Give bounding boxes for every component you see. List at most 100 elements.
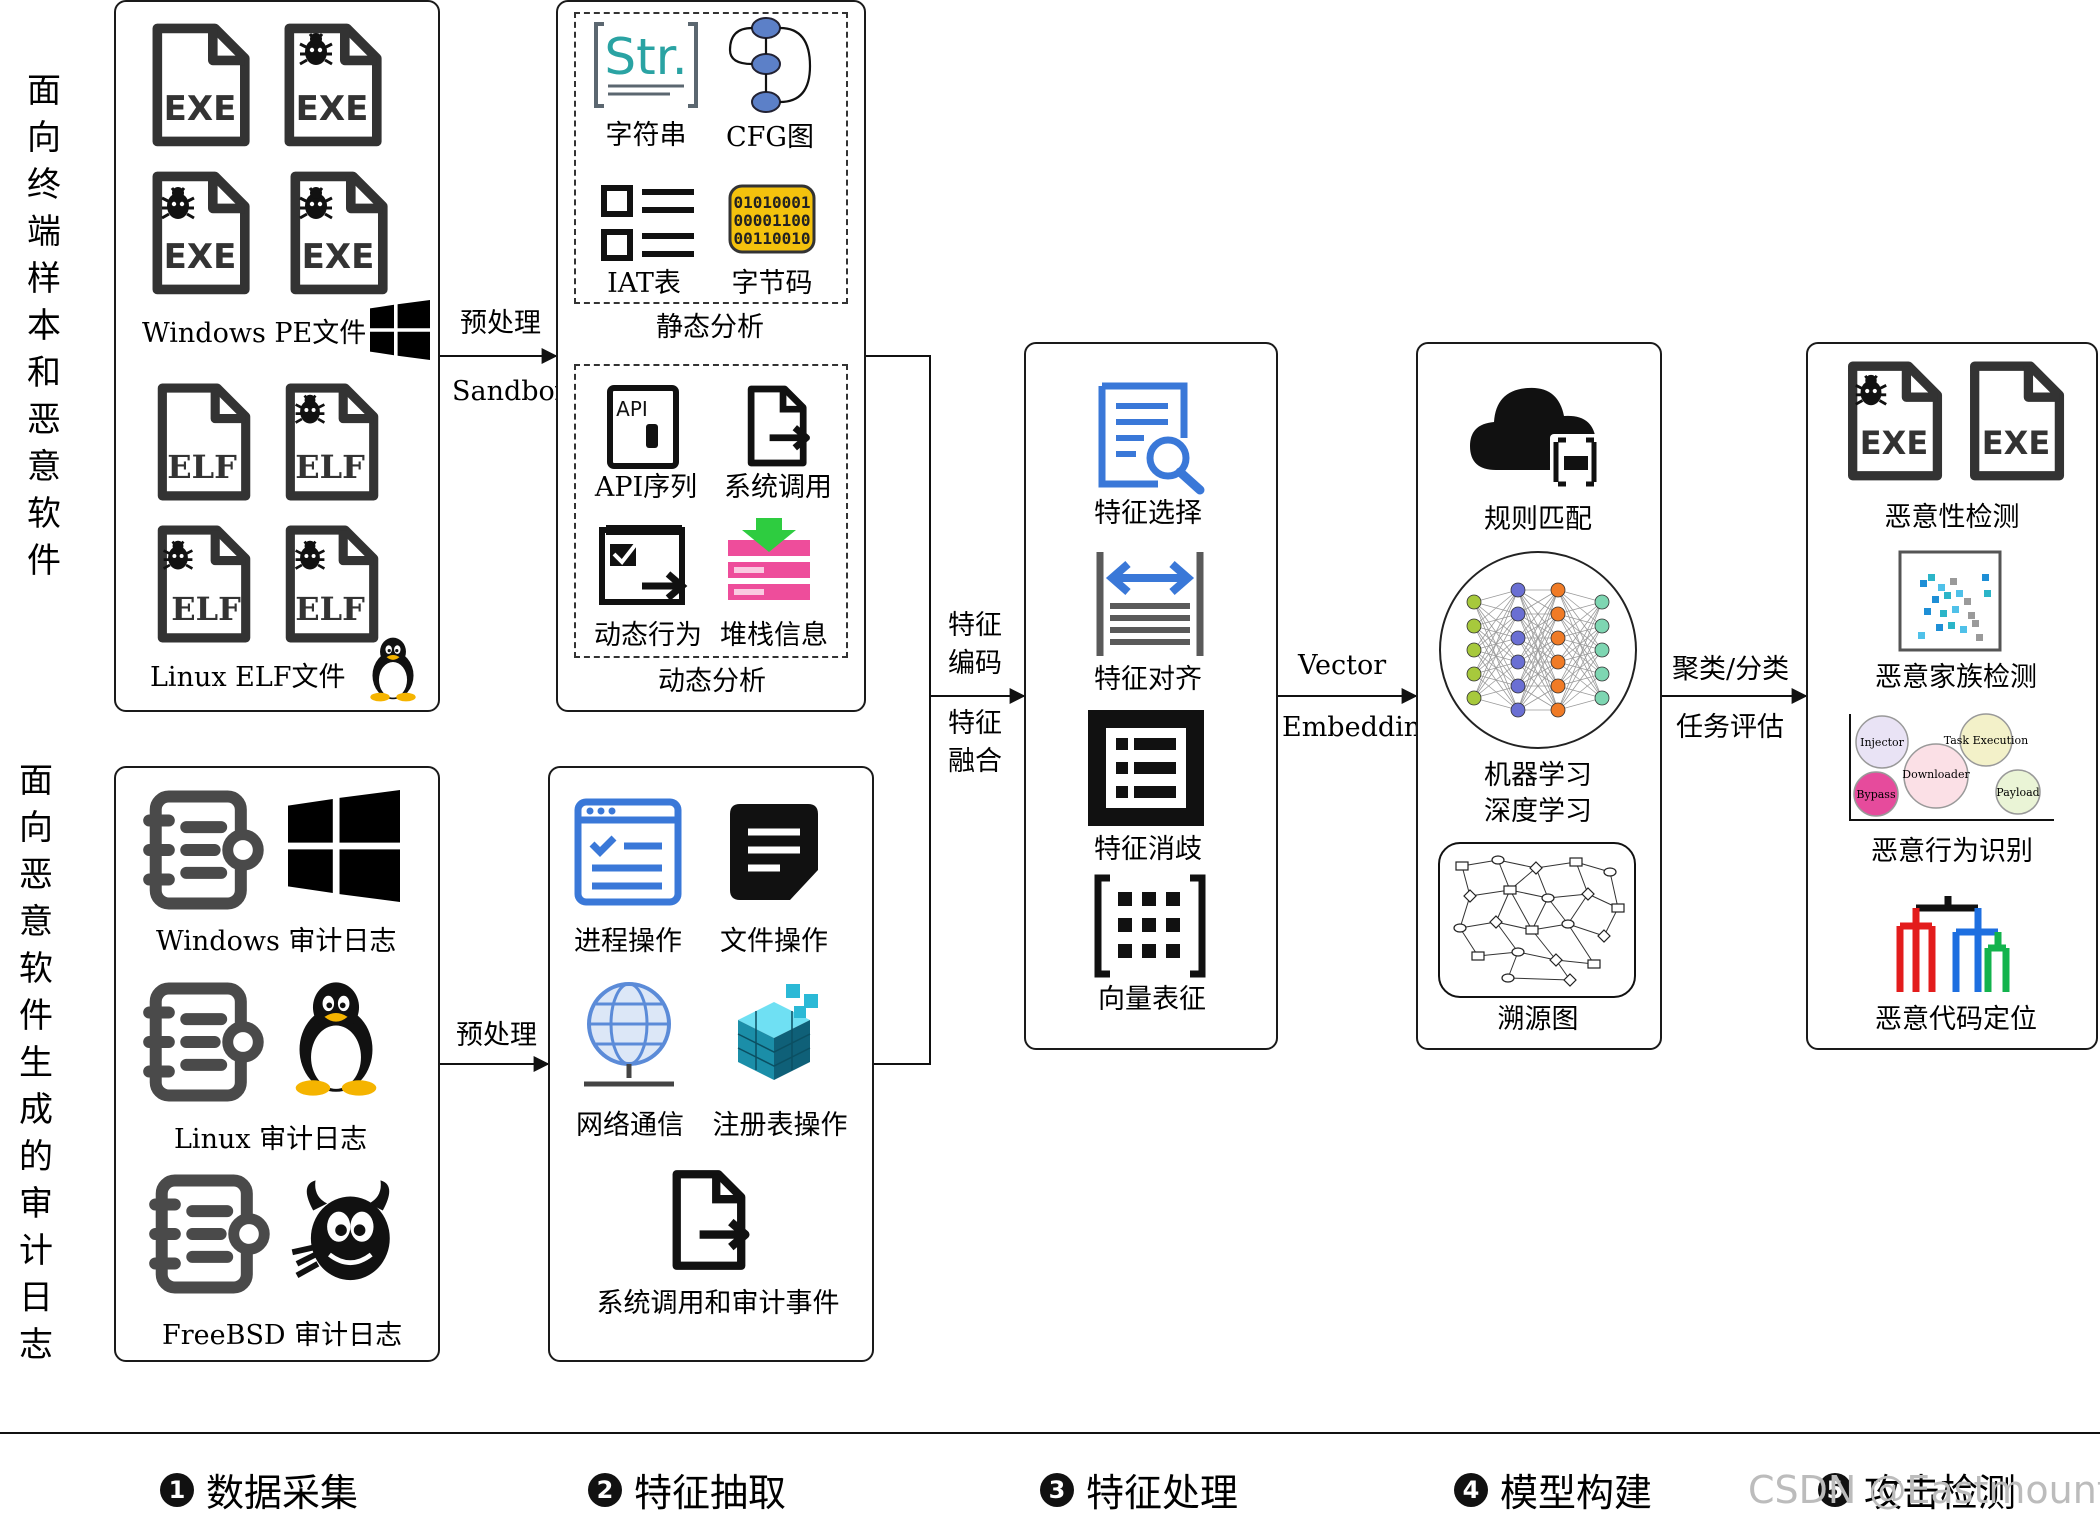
svg-text:Str.: Str. [604,28,687,86]
vertical-title-char: 和 [27,353,61,393]
vertical-title-char: 计 [19,1231,53,1271]
svg-text:API: API [616,397,648,421]
svg-text:EXE: EXE [1982,424,2050,462]
cfg-graph-icon [728,17,812,113]
vertical-title-char: 件 [19,996,53,1036]
svg-text:00110010: 00110010 [733,229,810,248]
svg-text:Payload: Payload [1996,786,2039,799]
svg-text:Bypass: Bypass [1856,788,1896,801]
cluster-classify-label: 聚类/分类 [1672,654,1790,685]
feature-align-label: 特征对齐 [1094,664,1202,695]
feature-fusion-label: 融合 [948,746,1002,777]
behavior-recog-label: 恶意行为识别 [1871,836,2033,867]
svg-text:EXE: EXE [302,237,375,277]
feature-select-label: 特征选择 [1094,498,1202,529]
vertical-title-char: 软 [19,949,53,989]
ml-label: 机器学习 [1484,760,1592,791]
stage-title: 数据采集 [206,1471,359,1515]
vertical-title-char: 端 [27,212,61,252]
vertical-title-char: 本 [27,306,61,346]
exe-file-icon: EXE [144,22,256,150]
svg-text:EXE: EXE [296,89,369,129]
malicious-elf-file-icon: ELF [150,524,256,646]
vertical-title-char: 向 [27,118,61,158]
svg-text:ELF: ELF [295,590,365,628]
embedding-arrow-label: Embedding [1282,712,1439,743]
freebsd-daemon-icon [291,1180,390,1281]
preprocess-arrow-label: 预处理 [460,308,541,339]
terminal-samples-title: 面向终端样本和恶意软件 [24,68,64,585]
rule-match-cloud-icon [1470,387,1600,488]
preprocess-arrow-label: 预处理 [456,1020,537,1051]
vertical-title-char: 面 [19,761,53,801]
dynamic-behavior-label: 动态行为 [594,620,702,651]
neural-network-icon [1439,551,1637,749]
vector-arrow-label: Vector [1298,650,1387,681]
bytecode-chip-icon: 01010001 00001100 00110010 [728,184,816,254]
stage-number-badge: 1 [160,1472,194,1507]
bytecode-label: 字节码 [731,268,813,299]
static-analysis-title: 静态分析 [656,312,764,343]
string-icon: Str. [594,22,698,108]
feature-disambig-label: 特征消歧 [1094,834,1202,865]
svg-text:Injector: Injector [1860,736,1905,749]
vertical-title-char: 软 [27,494,61,534]
vertical-title-char: 成 [19,1090,53,1130]
stage-number-badge: 4 [1454,1472,1488,1507]
malicious-detect-label: 恶意性检测 [1884,502,2020,533]
syscall-audit-label: 系统调用和审计事件 [596,1288,840,1319]
syscall-audit-icon [668,1168,752,1272]
svg-text:ELF: ELF [167,448,237,486]
vertical-title-char: 意 [27,447,61,487]
malicious-exe-file-icon: EXE [1840,360,1948,484]
network-globe-icon [584,982,674,1087]
provenance-label: 溯源图 [1497,1004,1579,1035]
file-operation-label: 文件操作 [720,926,828,957]
vertical-title-char: 向 [19,808,53,848]
stage-title: 模型构建 [1500,1471,1653,1515]
feature-align-icon [1096,552,1204,656]
stage-title: 特征处理 [1086,1471,1239,1515]
exe-file-icon: EXE [1962,360,2070,484]
syscall-label: 系统调用 [724,472,832,503]
feature-fusion-label: 特征 [948,708,1002,739]
syscall-icon [744,384,812,468]
iat-label: IAT表 [607,268,681,299]
svg-text:01010001: 01010001 [733,193,810,212]
vector-repr-label: 向量表征 [1098,984,1206,1015]
provenance-graph-frame [1438,842,1636,998]
freebsd-audit-label: FreeBSD 审计日志 [162,1320,403,1351]
dl-label: 深度学习 [1484,796,1592,827]
vertical-title-char: 恶 [27,400,61,440]
api-sequence-icon: API [607,385,679,469]
malicious-exe-file-icon: EXE [282,170,394,298]
behavior-venn-icon: Injector Task Execution Downloader Bypas… [1849,713,2054,821]
svg-text:00001100: 00001100 [733,211,810,230]
svg-text:EXE: EXE [164,89,237,129]
static-analysis-region [574,12,848,304]
elf-file-icon: ELF [150,382,256,504]
feature-encoding-label: 特征 [948,610,1002,641]
vertical-title-char: 日 [19,1278,53,1318]
family-cluster-icon [1898,550,2002,652]
process-operation-icon [574,798,682,906]
stage-label: 1 数据采集 [160,1462,358,1517]
vector-repr-icon [1094,874,1206,978]
network-label: 网络通信 [576,1110,684,1141]
provenance-graph-icon [1453,855,1625,987]
feature-select-icon [1098,382,1205,495]
vertical-title-char: 的 [19,1137,53,1177]
feature-encoding-label: 编码 [948,648,1002,679]
vertical-title-char: 样 [27,259,61,299]
vertical-title-char: 恶 [19,855,53,895]
audit-logs-title: 面向恶意软件生成的审计日志 [16,758,56,1369]
vertical-title-char: 志 [19,1325,53,1365]
stage-number-badge: 3 [1040,1472,1074,1507]
malicious-elf-file-icon: ELF [278,382,384,504]
feature-disambig-icon [1088,710,1204,826]
vertical-title-char: 意 [19,902,53,942]
linux-audit-label: Linux 审计日志 [174,1124,368,1155]
